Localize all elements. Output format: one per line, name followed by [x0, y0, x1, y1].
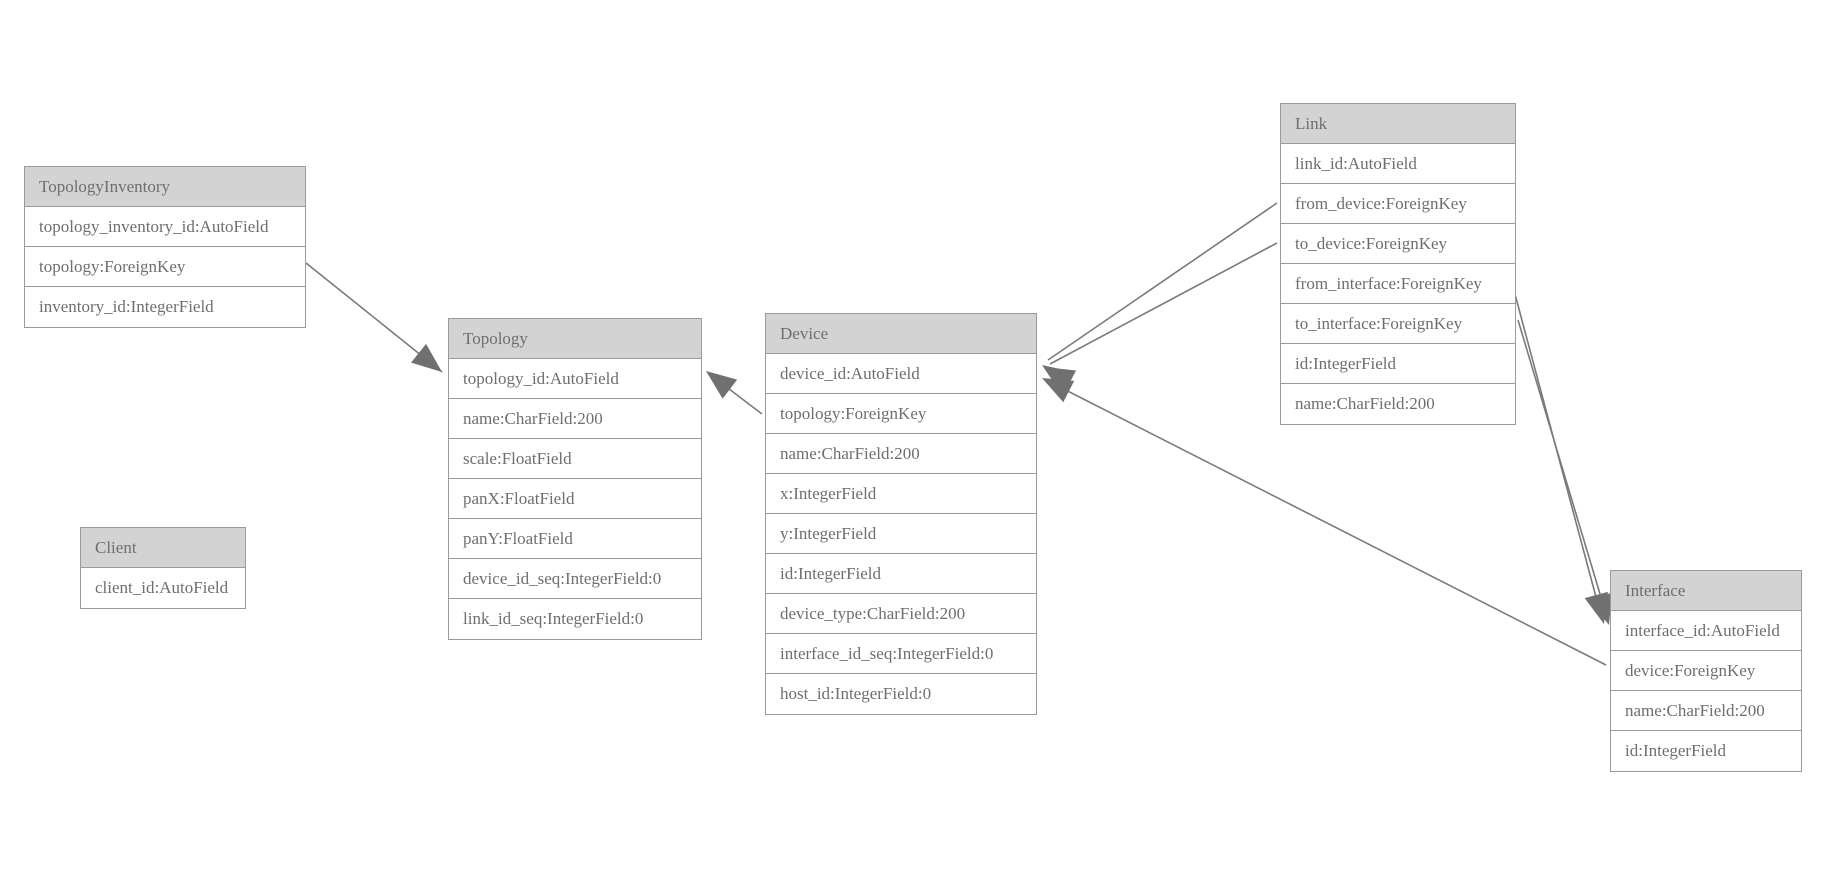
field-row[interactable]: to_device:ForeignKey [1281, 224, 1515, 264]
relation-arrowhead [1042, 378, 1075, 403]
field-row[interactable]: id:IntegerField [766, 554, 1036, 594]
field-row[interactable]: device_type:CharField:200 [766, 594, 1036, 634]
rel-link-fromdevice-device [1042, 202, 1278, 392]
entity-fields-client: client_id:AutoField [81, 568, 245, 608]
field-row[interactable]: interface_id_seq:IntegerField:0 [766, 634, 1036, 674]
relation-arrowhead [411, 343, 442, 372]
entity-title-device: Device [766, 314, 1036, 354]
relation-line [305, 262, 443, 373]
field-row[interactable]: host_id:IntegerField:0 [780, 684, 932, 703]
relation-arrowhead [1044, 367, 1077, 392]
entity-title-interface: Interface [1611, 571, 1801, 611]
field-row[interactable]: to_interface:ForeignKey [1281, 304, 1515, 344]
field-row[interactable]: name:CharField:200 [1295, 394, 1435, 413]
field-row[interactable]: topology:ForeignKey [25, 247, 305, 287]
field-row[interactable]: from_device:ForeignKey [1281, 184, 1515, 224]
relation-arrowhead [1042, 365, 1074, 392]
rel-link-todevice-device [1044, 242, 1278, 392]
relation-arrowhead [706, 371, 738, 399]
field-row[interactable]: panY:FloatField [449, 519, 701, 559]
field-row[interactable]: device_id:AutoField [766, 354, 1036, 394]
field-row[interactable]: link_id:AutoField [1281, 144, 1515, 184]
rel-topologyinventory-topology [305, 262, 443, 373]
field-row[interactable]: topology_id:AutoField [449, 359, 701, 399]
field-row[interactable]: from_interface:ForeignKey [1281, 264, 1515, 304]
relation-line [1047, 202, 1278, 361]
field-row[interactable]: scale:FloatField [449, 439, 701, 479]
field-row[interactable]: id:IntegerField [1281, 344, 1515, 384]
field-row[interactable]: id:IntegerField [1625, 741, 1727, 760]
field-row[interactable]: client_id:AutoField [95, 578, 229, 597]
field-row[interactable]: name:CharField:200 [766, 434, 1036, 474]
field-row[interactable]: inventory_id:IntegerField [39, 297, 214, 316]
rel-link-tointerface-interface [1517, 319, 1612, 625]
rel-device-topology [706, 371, 763, 415]
rel-link-frominterface-interface [1511, 282, 1608, 624]
field-row[interactable]: topology:ForeignKey [766, 394, 1036, 434]
entity-title-topology_inventory: TopologyInventory [25, 167, 305, 207]
relation-line [1511, 282, 1601, 613]
entity-client[interactable]: Client client_id:AutoField [80, 527, 246, 609]
field-row[interactable]: panX:FloatField [449, 479, 701, 519]
field-row[interactable]: y:IntegerField [766, 514, 1036, 554]
field-row[interactable]: topology_inventory_id:AutoField [25, 207, 305, 247]
field-row[interactable]: device_id_seq:IntegerField:0 [449, 559, 701, 599]
field-row[interactable]: name:CharField:200 [449, 399, 701, 439]
field-row[interactable]: x:IntegerField [766, 474, 1036, 514]
entity-title-topology: Topology [449, 319, 701, 359]
relation-line [1517, 319, 1607, 615]
relation-line [1049, 242, 1278, 365]
field-row[interactable]: device:ForeignKey [1611, 651, 1801, 691]
entity-title-client: Client [81, 528, 245, 568]
field-row[interactable]: interface_id:AutoField [1611, 611, 1801, 651]
relation-line [711, 375, 763, 415]
field-row[interactable]: link_id_seq:IntegerField:0 [463, 609, 644, 628]
entity-title-link: Link [1281, 104, 1515, 144]
field-row[interactable]: name:CharField:200 [1611, 691, 1801, 731]
